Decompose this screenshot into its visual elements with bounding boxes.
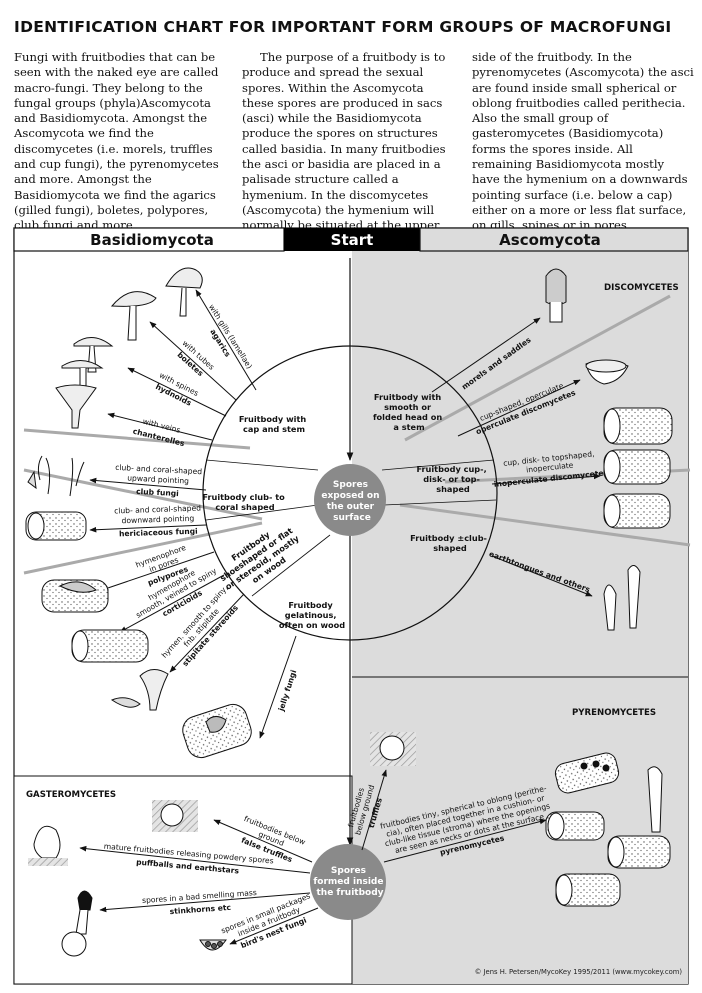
birds-nest-icon (199, 939, 227, 951)
arrow-earthtongues (491, 555, 593, 597)
false-truffle-icon (152, 800, 198, 832)
arrow-stinkhorns (99, 892, 311, 913)
bolete-icon (110, 291, 157, 341)
disc-log-icon (603, 407, 673, 445)
arrow-morels (431, 317, 541, 393)
intro-column-2: The purpose of a fruitbody is to produce… (242, 50, 446, 233)
svg-text:club fungi: club fungi (136, 487, 179, 498)
cup-fungus-icon (585, 359, 629, 385)
svg-text:upward pointing: upward pointing (127, 473, 189, 485)
arrow-jelly (259, 635, 297, 739)
pyrenomycete-log-icon (545, 811, 605, 841)
inner-smooth-head: Fruitbody with smooth or folded head on … (373, 392, 445, 432)
header-start-cell (284, 228, 420, 251)
puffball-icon (28, 825, 68, 866)
page-title: IDENTIFICATION CHART FOR IMPORTANT FORM … (14, 18, 672, 36)
arrow-club-fungi (89, 477, 207, 491)
center-spores-inside (310, 844, 386, 920)
disc-log-icon-3 (603, 493, 671, 529)
disc-log-icon-2 (603, 449, 671, 485)
inner-cup: Fruitbody cup-, disk- or top- shaped (416, 464, 489, 494)
center-spores-outer (314, 464, 386, 536)
hericium-log-icon (25, 511, 87, 541)
branch-club-fungi: club- and coral-shaped upward pointing c… (115, 463, 202, 498)
branch-hericiaceous: club- and coral-shaped downward pointing… (114, 503, 201, 539)
jelly-fungus-log-icon (182, 703, 252, 759)
arrow-hericiaceous (89, 524, 207, 533)
arrow-false-truffles (213, 819, 313, 863)
arrow-inoperculate (491, 473, 601, 485)
arrow-puffballs (79, 845, 311, 874)
arrow-pyrenomycetes (383, 818, 547, 863)
agaric-icon (165, 267, 203, 317)
section-pyrenomycetes: PYRENOMYCETES (572, 708, 656, 718)
corticioid-log-icon (71, 629, 149, 663)
stereoid-icon (110, 669, 169, 711)
credit-line: © Jens H. Petersen/MycoKey 1995/2011 (ww… (475, 968, 683, 976)
polypore-log-icon (41, 579, 109, 613)
morel-icon (545, 268, 567, 323)
header-start: Start (331, 231, 374, 249)
arrow-polypores (101, 551, 215, 591)
section-discomycetes: DISCOMYCETES (604, 283, 679, 293)
pyrenomycetes-panel (352, 677, 688, 984)
pyrenomycete-club-icon (647, 766, 663, 833)
svg-text:hericiaceous fungi: hericiaceous fungi (119, 527, 198, 539)
center-spores-inside-label: Spores formed inside the fruitbody (313, 866, 386, 898)
inner-gelatinous: Fruitbody gelatinous, often on wood (279, 600, 345, 630)
earthtongue-icon (603, 565, 641, 631)
inner-club-coral: Fruitbody club- to coral shaped (202, 492, 287, 512)
svg-text:downward pointing: downward pointing (121, 514, 194, 526)
svg-text:stinkhorns etc: stinkhorns etc (169, 903, 231, 916)
inner-divider-lines (205, 459, 497, 597)
club-fungi-icon (27, 455, 85, 497)
arrow-agarics (195, 289, 257, 391)
arrow-boletes (149, 321, 237, 401)
inner-club: Fruitbody ±club- shaped (410, 533, 490, 553)
pyrenomycete-log-icon-3 (555, 873, 621, 907)
truffle-icon (370, 732, 416, 766)
arrow-operculate (457, 379, 581, 437)
arrow-truffles (361, 769, 387, 851)
arrow-stipitate (169, 593, 245, 673)
svg-text:club- and coral-shaped: club- and coral-shaped (114, 503, 201, 515)
pyrenomycete-log-icon-2 (607, 835, 671, 869)
section-gasteromycetes: GASTEROMYCETES (26, 790, 116, 800)
stinkhorn-icon (61, 890, 93, 957)
inner-cap-stem: Fruitbody with cap and stem (239, 414, 309, 434)
header-ascomycota: Ascomycota (499, 231, 601, 249)
center-spores-outer-label: Spores exposed on the outer surface (321, 480, 382, 523)
chanterelle-icon (55, 384, 97, 429)
arrow-hydnoids (127, 367, 227, 417)
arrow-chanterelles (107, 412, 213, 441)
pyrenomycete-stroma-icon (554, 752, 620, 794)
arrow-birds-nest (229, 907, 319, 945)
fungus-illustrations (25, 267, 673, 957)
intro-column-1: Fungi with fruitbodies that can be seen … (14, 50, 219, 233)
hydnoid-icon-2 (61, 360, 104, 393)
header-ascomycota-cell (419, 227, 689, 252)
header-basidiomycota: Basidiomycota (90, 231, 214, 249)
arrow-corticioids (119, 574, 225, 633)
